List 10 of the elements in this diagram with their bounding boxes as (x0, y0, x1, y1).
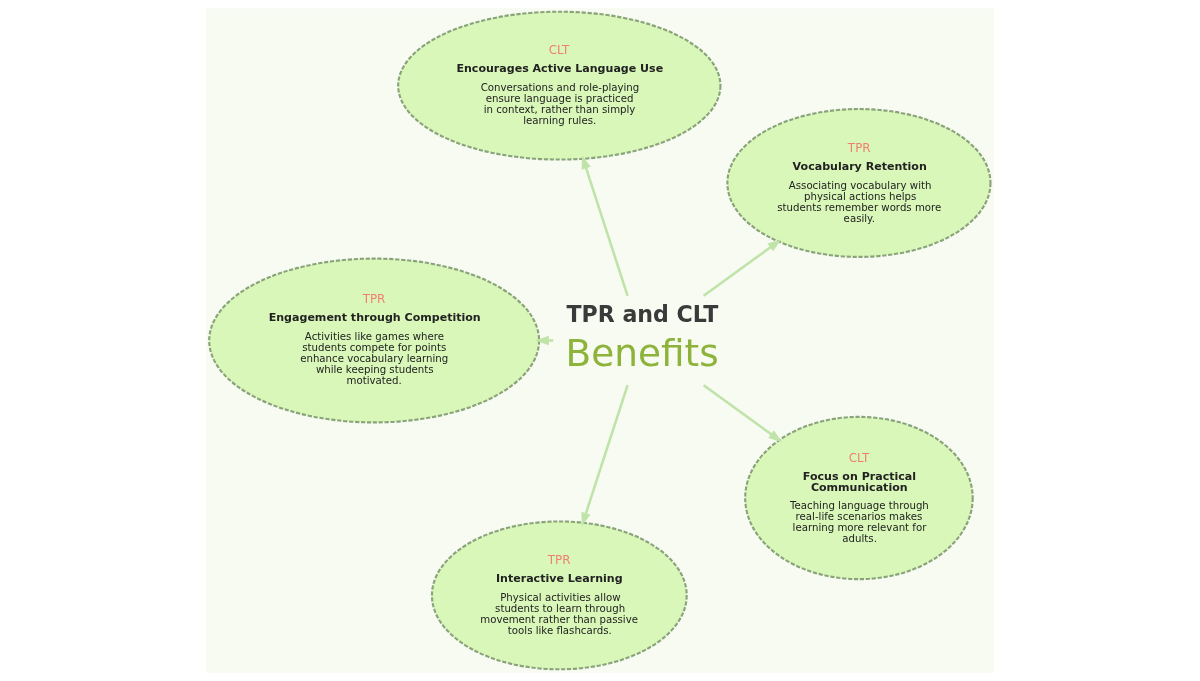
node-text: TPR and CLT Benefits (565, 300, 719, 376)
node-ellipse: CLT Focus on Practical Communication Teaching language through real-life scenarios makes learning more relevant for adults. (744, 415, 974, 581)
arrow (702, 384, 783, 443)
arrow (581, 384, 629, 527)
node-ellipse: TPR Interactive Learning Physical activities allow students to learn through movement rather than passive tools like flashcards. (430, 520, 688, 671)
arrow (702, 239, 782, 297)
arrow (581, 155, 629, 297)
node-ellipse: TPR Vocabulary Retention Associating vocabulary with physical actions helps students remember words more easily. (726, 108, 992, 258)
node-ellipse: CLT Encourages Active Language Use Conversations and role-playing ensure language is practiced in context, rather than simply learning rules. (397, 10, 722, 161)
node-ellipse: TPR Engagement through Competition Activities like games where students compete for points enhance vocabulary learning while keeping students motivated. (208, 257, 541, 424)
